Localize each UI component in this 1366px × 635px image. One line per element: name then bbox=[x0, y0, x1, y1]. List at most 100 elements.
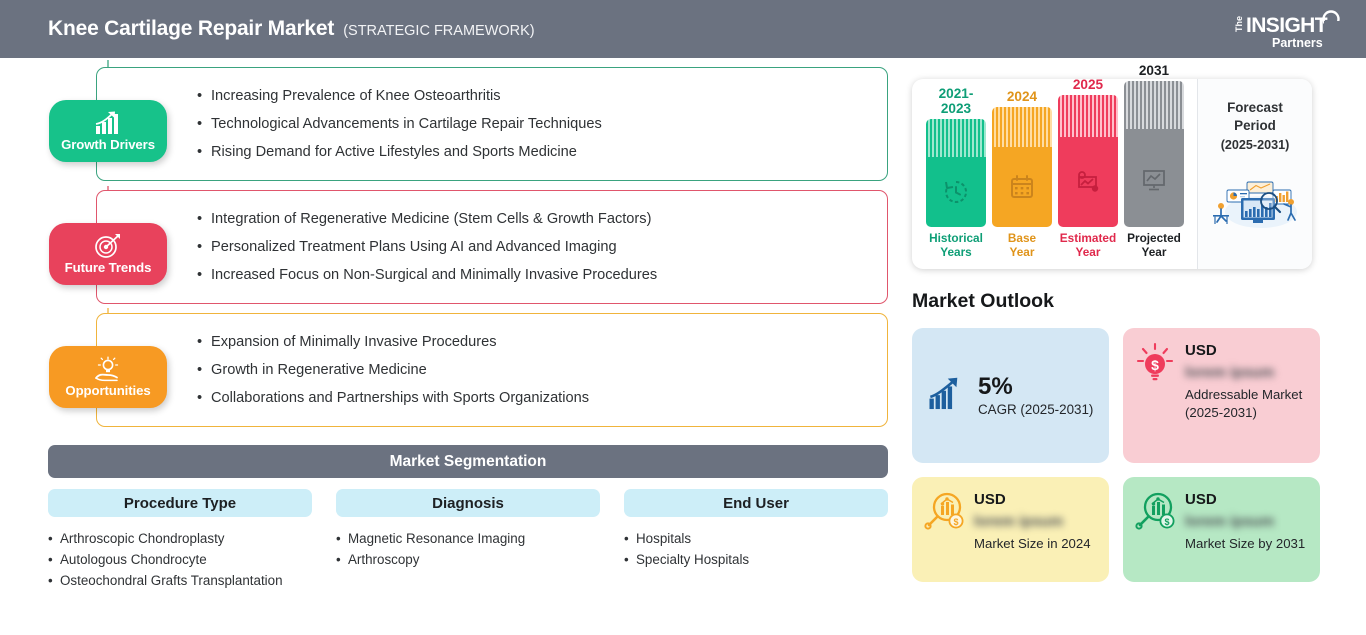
opportunities-list: Expansion of Minimally Invasive Procedur… bbox=[197, 328, 887, 412]
list-item: Collaborations and Partnerships with Spo… bbox=[197, 384, 887, 412]
timeline-bar-estimated: 2025 Estimated bbox=[1058, 77, 1118, 259]
card-label: Market Size by 2031 bbox=[1185, 536, 1306, 551]
badge-growth-drivers[interactable]: Growth Drivers bbox=[49, 100, 167, 162]
list-item: Growth in Regenerative Medicine bbox=[197, 356, 887, 384]
future-trends-list: Integration of Regenerative Medicine (St… bbox=[197, 205, 887, 289]
segmentation-column-title: Diagnosis bbox=[432, 494, 504, 512]
badge-label: Opportunities bbox=[65, 383, 151, 398]
person-left bbox=[1213, 203, 1229, 224]
market-outlook-grid: 5% CAGR (2025-2031) $ USD lo bbox=[912, 328, 1320, 582]
currency-label: USD bbox=[1185, 491, 1217, 508]
cagr-value: 5% bbox=[978, 372, 1013, 400]
cagr-label: CAGR (2025-2031) bbox=[978, 401, 1094, 417]
timeline-year: 2025 bbox=[1072, 77, 1104, 92]
currency-label: USD bbox=[974, 491, 1006, 508]
page-title: Knee Cartilage Repair Market bbox=[48, 17, 335, 40]
forecast-period-box: Forecast Period (2025-2031) bbox=[1197, 79, 1312, 269]
target-dart-icon bbox=[95, 234, 120, 258]
magnifier-chart-dollar-icon: $ bbox=[924, 492, 964, 530]
segmentation-column-header[interactable]: Procedure Type bbox=[48, 489, 312, 517]
outlook-card-cagr[interactable]: 5% CAGR (2025-2031) bbox=[912, 328, 1109, 463]
section-card: Increasing Prevalence of Knee Osteoarthr… bbox=[49, 67, 888, 181]
svg-text:$: $ bbox=[1151, 357, 1159, 373]
bar-solid-body bbox=[926, 157, 986, 227]
timeline-bar-shape bbox=[992, 107, 1052, 227]
list-item: Expansion of Minimally Invasive Procedur… bbox=[197, 328, 887, 356]
segmentation-column-header[interactable]: Diagnosis bbox=[336, 489, 600, 517]
svg-text:The: The bbox=[1234, 16, 1244, 32]
segmentation-columns: Procedure Type Arthroscopic Chondroplast… bbox=[48, 489, 888, 591]
segmentation-column-title: End User bbox=[723, 494, 789, 512]
section-opportunities: Expansion of Minimally Invasive Procedur… bbox=[49, 313, 888, 427]
outlook-card-addressable-market[interactable]: $ USD lorem ipsum Addressable Market (20… bbox=[1123, 328, 1320, 463]
page-header: Knee Cartilage Repair Market (STRATEGIC … bbox=[0, 0, 1366, 58]
timeline-bar-base: 2024 bbox=[992, 89, 1052, 259]
timeline-caption: Historical Years bbox=[929, 231, 983, 259]
timeline-year: 2031 bbox=[1138, 63, 1170, 78]
outlook-card-body: USD lorem ipsum Market Size by 2031 bbox=[1185, 490, 1309, 553]
magnifier-chart-dollar-icon: $ bbox=[1135, 492, 1175, 530]
segmentation-item-list: Arthroscopic Chondroplasty Autologous Ch… bbox=[48, 528, 312, 591]
svg-text:$: $ bbox=[1164, 517, 1169, 527]
timeline-year: 2024 bbox=[1006, 89, 1038, 104]
lightbulb-dollar-icon: $ bbox=[1136, 342, 1174, 381]
forecast-range: (2025-2031) bbox=[1220, 138, 1290, 152]
header-title-group: Knee Cartilage Repair Market (STRATEGIC … bbox=[48, 17, 535, 41]
section-growth-drivers: Increasing Prevalence of Knee Osteoarthr… bbox=[49, 67, 888, 181]
segmentation-column-header[interactable]: End User bbox=[624, 489, 888, 517]
timeline-caption: Base Year bbox=[1007, 231, 1037, 259]
bar-stripe-top bbox=[1058, 95, 1118, 137]
timeline-bar-projected: 2031 Projected bbox=[1124, 63, 1184, 259]
section-card: Expansion of Minimally Invasive Procedur… bbox=[49, 313, 888, 427]
badge-future-trends[interactable]: Future Trends bbox=[49, 223, 167, 285]
list-item: Osteochondral Grafts Transplantation bbox=[48, 570, 312, 591]
outlook-card-market-size-2031[interactable]: $ USD lorem ipsum Market Size by 2031 bbox=[1123, 477, 1320, 582]
list-item: Hospitals bbox=[624, 528, 888, 549]
page-subtitle: (STRATEGIC FRAMEWORK) bbox=[343, 23, 535, 39]
presentation-icon bbox=[1143, 170, 1165, 191]
timeline-caption: Estimated Year bbox=[1059, 231, 1117, 259]
timeline-caption: Projected Year bbox=[1127, 231, 1181, 259]
list-item: Specialty Hospitals bbox=[624, 549, 888, 570]
bar-solid-body bbox=[1058, 137, 1118, 227]
list-item: Arthroscopic Chondroplasty bbox=[48, 528, 312, 549]
segmentation-title: Market Segmentation bbox=[389, 452, 547, 470]
segmentation-column-procedure-type: Procedure Type Arthroscopic Chondroplast… bbox=[48, 489, 312, 591]
list-item: Personalized Treatment Plans Using AI an… bbox=[197, 233, 887, 261]
segmentation-item-list: Magnetic Resonance Imaging Arthroscopy bbox=[336, 528, 600, 570]
list-item: Increased Focus on Non-Surgical and Mini… bbox=[197, 261, 887, 289]
segmentation-column-end-user: End User Hospitals Specialty Hospitals bbox=[624, 489, 888, 591]
clock-history-icon bbox=[945, 180, 968, 203]
business-analytics-illustration bbox=[1213, 181, 1297, 228]
left-column: Increasing Prevalence of Knee Osteoarthr… bbox=[0, 58, 900, 635]
market-value-redacted: lorem ipsum bbox=[1185, 364, 1275, 381]
list-item: Integration of Regenerative Medicine (St… bbox=[197, 205, 887, 233]
forecast-line-1: Forecast bbox=[1227, 100, 1283, 115]
timeline-year: 2021-2023 bbox=[938, 86, 974, 116]
segmentation-column-title: Procedure Type bbox=[123, 494, 237, 512]
timeline-panel: 2021-2023 Historical Ye bbox=[912, 63, 1312, 269]
list-item: Technological Advancements in Cartilage … bbox=[197, 110, 887, 138]
market-outlook-title: Market Outlook bbox=[912, 290, 1054, 312]
section-future-trends: Integration of Regenerative Medicine (St… bbox=[49, 190, 888, 304]
growth-drivers-list: Increasing Prevalence of Knee Osteoarthr… bbox=[197, 82, 887, 166]
list-item: Rising Demand for Active Lifestyles and … bbox=[197, 138, 887, 166]
outlook-card-market-size-2024[interactable]: $ USD lorem ipsum Market Size in 2024 bbox=[912, 477, 1109, 582]
growth-bar-arrow-icon bbox=[929, 377, 958, 409]
bar-stripe-top bbox=[926, 119, 986, 157]
bar-solid-body bbox=[1124, 129, 1184, 227]
person-right bbox=[1283, 199, 1296, 221]
section-card: Integration of Regenerative Medicine (St… bbox=[49, 190, 888, 304]
badge-label: Future Trends bbox=[64, 260, 152, 275]
bar-chart-up-icon bbox=[95, 111, 118, 134]
badge-opportunities[interactable]: Opportunities bbox=[49, 346, 167, 408]
forecast-line-2: Period bbox=[1234, 118, 1276, 133]
svg-text:Partners: Partners bbox=[1272, 36, 1323, 50]
list-item: Arthroscopy bbox=[336, 549, 600, 570]
timeline-bars: 2021-2023 Historical Ye bbox=[912, 63, 1197, 269]
forecast-chart-icon bbox=[1078, 171, 1099, 192]
card-label: Market Size in 2024 bbox=[974, 536, 1091, 551]
bar-stripe-top bbox=[1124, 81, 1184, 129]
bar-stripe-top bbox=[992, 107, 1052, 147]
